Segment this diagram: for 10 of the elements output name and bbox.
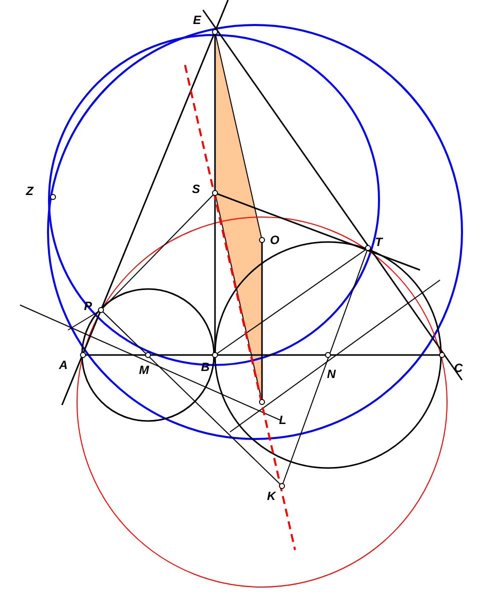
point-label: L xyxy=(279,414,286,426)
point-label: A xyxy=(59,359,68,371)
point-label: M xyxy=(139,364,149,376)
point-label: O xyxy=(270,234,280,246)
point-label: T xyxy=(375,236,382,248)
point-label: Z xyxy=(26,185,34,197)
point-label: E xyxy=(193,14,202,26)
point-label: S xyxy=(192,183,200,195)
point-label: N xyxy=(327,368,336,380)
point-label: K xyxy=(267,490,276,502)
